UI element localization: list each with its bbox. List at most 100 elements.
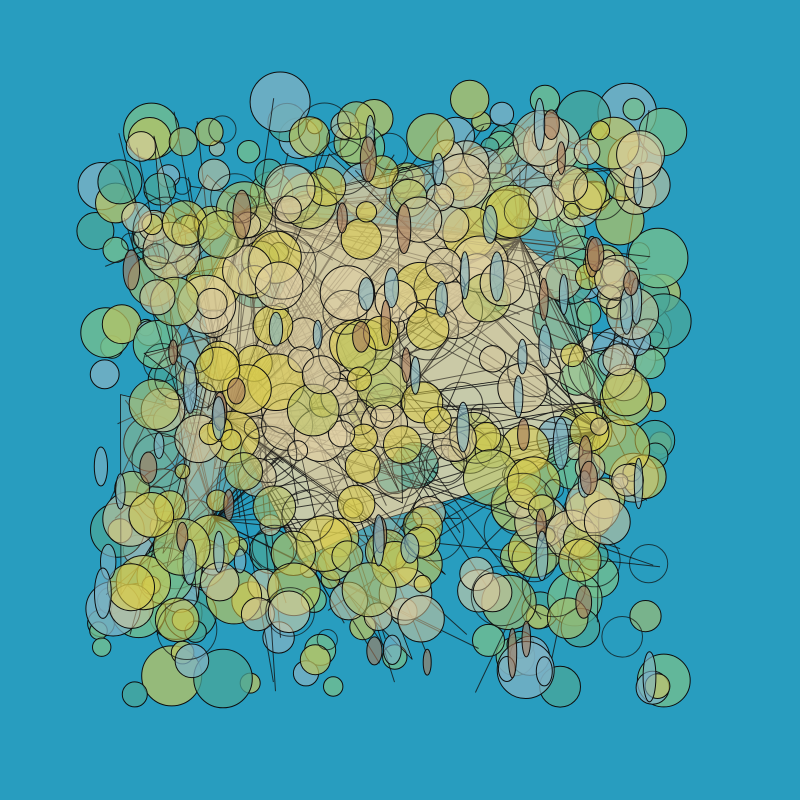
- thin-ellipse: [623, 270, 639, 297]
- outer-circle: [121, 681, 148, 708]
- thin-ellipse: [535, 530, 549, 581]
- inner-circle: [274, 195, 302, 224]
- inner-circle: [196, 287, 228, 320]
- outline-circle: [373, 446, 426, 499]
- outline-circle: [629, 544, 669, 584]
- outline-circle: [572, 168, 615, 211]
- thin-ellipse: [575, 585, 593, 619]
- inner-circle: [573, 138, 601, 166]
- thin-ellipse: [535, 656, 553, 687]
- inner-circle-layer: [102, 101, 671, 661]
- outline-circle: [511, 537, 557, 583]
- outline-circle: [142, 243, 170, 271]
- thin-ellipse: [358, 277, 375, 311]
- inner-circle: [590, 120, 611, 141]
- outline-circle: [156, 599, 218, 661]
- inner-circle: [128, 492, 175, 538]
- outer-circle: [174, 643, 210, 679]
- thin-ellipse: [139, 451, 158, 484]
- outline-circle: [462, 122, 520, 180]
- inner-circle: [347, 366, 372, 392]
- thin-ellipse: [380, 299, 391, 346]
- thin-ellipse: [227, 377, 246, 405]
- outline-circle: [397, 298, 459, 361]
- outline-circle: [544, 479, 565, 499]
- outline-circle: [132, 196, 200, 264]
- outline-circle: [143, 343, 182, 382]
- inner-circle: [328, 420, 356, 448]
- thin-ellipse: [507, 627, 518, 679]
- thin-ellipse: [153, 432, 165, 459]
- outline-circle: [490, 472, 555, 537]
- outer-circle: [76, 212, 115, 250]
- thin-ellipse: [312, 319, 323, 350]
- outline-circle: [365, 382, 406, 423]
- outline-circle: [404, 501, 465, 562]
- ellipse-layer: [93, 97, 657, 703]
- inner-circle: [602, 343, 636, 377]
- inner-circle: [287, 440, 309, 461]
- outer-circle: [622, 97, 646, 121]
- outline-circle: [470, 403, 491, 424]
- thin-ellipse: [372, 514, 385, 567]
- inner-circle: [406, 307, 450, 351]
- thin-ellipse: [489, 251, 505, 302]
- outline-circle: [601, 616, 644, 658]
- outer-circle: [576, 301, 602, 326]
- thin-ellipse: [336, 202, 348, 234]
- outline-circle: [631, 318, 665, 351]
- outline-circle: [251, 524, 298, 571]
- thin-ellipse: [642, 651, 657, 703]
- outline-circle: [403, 511, 423, 531]
- inner-circle: [629, 600, 662, 633]
- inner-circle: [197, 158, 231, 192]
- inner-circle: [406, 113, 455, 162]
- inner-circle: [288, 116, 330, 158]
- inner-circle: [301, 355, 341, 395]
- thin-ellipse: [482, 204, 498, 244]
- thin-ellipse: [432, 152, 445, 187]
- thin-ellipse: [223, 489, 235, 521]
- thin-ellipse: [435, 280, 448, 318]
- thin-ellipse: [233, 548, 247, 574]
- inner-circle: [558, 538, 602, 582]
- outline-circle: [418, 438, 468, 487]
- thin-ellipse: [352, 321, 371, 353]
- thin-ellipse: [93, 446, 109, 487]
- inner-circle: [220, 429, 242, 451]
- thin-ellipse: [517, 418, 530, 451]
- outline-circle: [265, 587, 315, 637]
- outline-circle: [171, 214, 205, 249]
- outer-circle: [450, 79, 490, 120]
- inner-circle: [423, 406, 452, 435]
- outline-circle: [281, 489, 335, 543]
- outline-circle: [470, 565, 532, 627]
- fan-line: [541, 187, 601, 431]
- outline-circle: [297, 102, 352, 157]
- inner-circle: [397, 595, 445, 643]
- inner-circle: [267, 590, 311, 634]
- inner-circle: [479, 345, 507, 373]
- outline-circle: [322, 289, 368, 335]
- outline-circle: [173, 177, 192, 195]
- thin-ellipse: [359, 136, 377, 183]
- thin-ellipse: [552, 417, 570, 470]
- inner-circle: [413, 574, 432, 593]
- thin-ellipse: [517, 338, 528, 375]
- outline-circle: [263, 165, 323, 225]
- thin-ellipse: [633, 457, 644, 510]
- outline-circle: [568, 534, 621, 588]
- inner-circle: [121, 201, 153, 233]
- outline-circle: [449, 408, 505, 464]
- outline-circle: [521, 553, 587, 618]
- inner-circle: [551, 165, 589, 203]
- thin-ellipse: [268, 311, 284, 347]
- outline-circle: [503, 194, 539, 229]
- inner-circle: [370, 404, 395, 429]
- thin-ellipse: [213, 530, 225, 573]
- outline-circle: [507, 343, 561, 398]
- outer-circle: [236, 140, 261, 164]
- inner-circle: [563, 202, 581, 220]
- thin-ellipse: [521, 620, 532, 658]
